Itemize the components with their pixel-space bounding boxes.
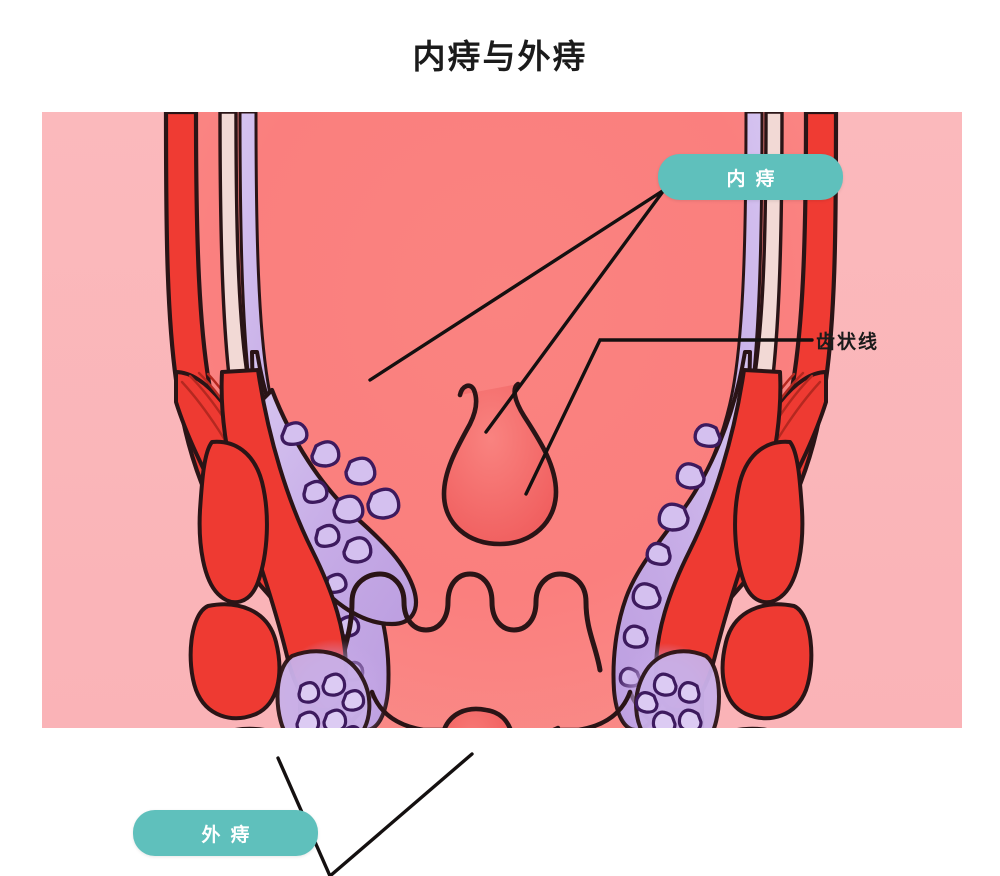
external-sphincter-right-bundle-2 <box>720 602 814 721</box>
external-sphincter-right-bundle-1 <box>733 439 805 605</box>
external-sphincter-right-bundle-3 <box>737 726 767 728</box>
label-external-hemorrhoid[interactable]: 外痔 <box>133 810 318 856</box>
external-sphincter-left-bundle-1 <box>197 439 269 605</box>
anal-verge-fold-right <box>552 725 561 728</box>
prolapsed-internal-hemorrhoid <box>441 381 559 547</box>
page-title: 内痔与外痔 <box>412 37 588 76</box>
anal-verge-outline <box>369 689 633 728</box>
leader-dentate-line <box>524 338 814 496</box>
leader-internal-to-prolapse <box>484 188 666 434</box>
leader-external-to-tag <box>328 752 474 876</box>
label-internal-hemorrhoid[interactable]: 内痔 <box>658 154 843 200</box>
external-hemorrhoid-tag <box>442 706 513 728</box>
external-plexus-right-veins <box>634 672 703 728</box>
leader-lines <box>276 188 814 876</box>
external-sphincter-left-bundle-2 <box>188 602 282 721</box>
dentate-line-tail-right <box>583 599 603 673</box>
leader-internal-to-left-cushion <box>368 188 666 382</box>
label-dentate-line: 齿状线 <box>816 331 880 353</box>
anatomy-figure <box>0 90 1000 876</box>
external-plexus-left-veins <box>295 672 366 728</box>
external-sphincter-left-bundle-3 <box>235 726 265 728</box>
dentate-line-wave <box>349 571 589 633</box>
